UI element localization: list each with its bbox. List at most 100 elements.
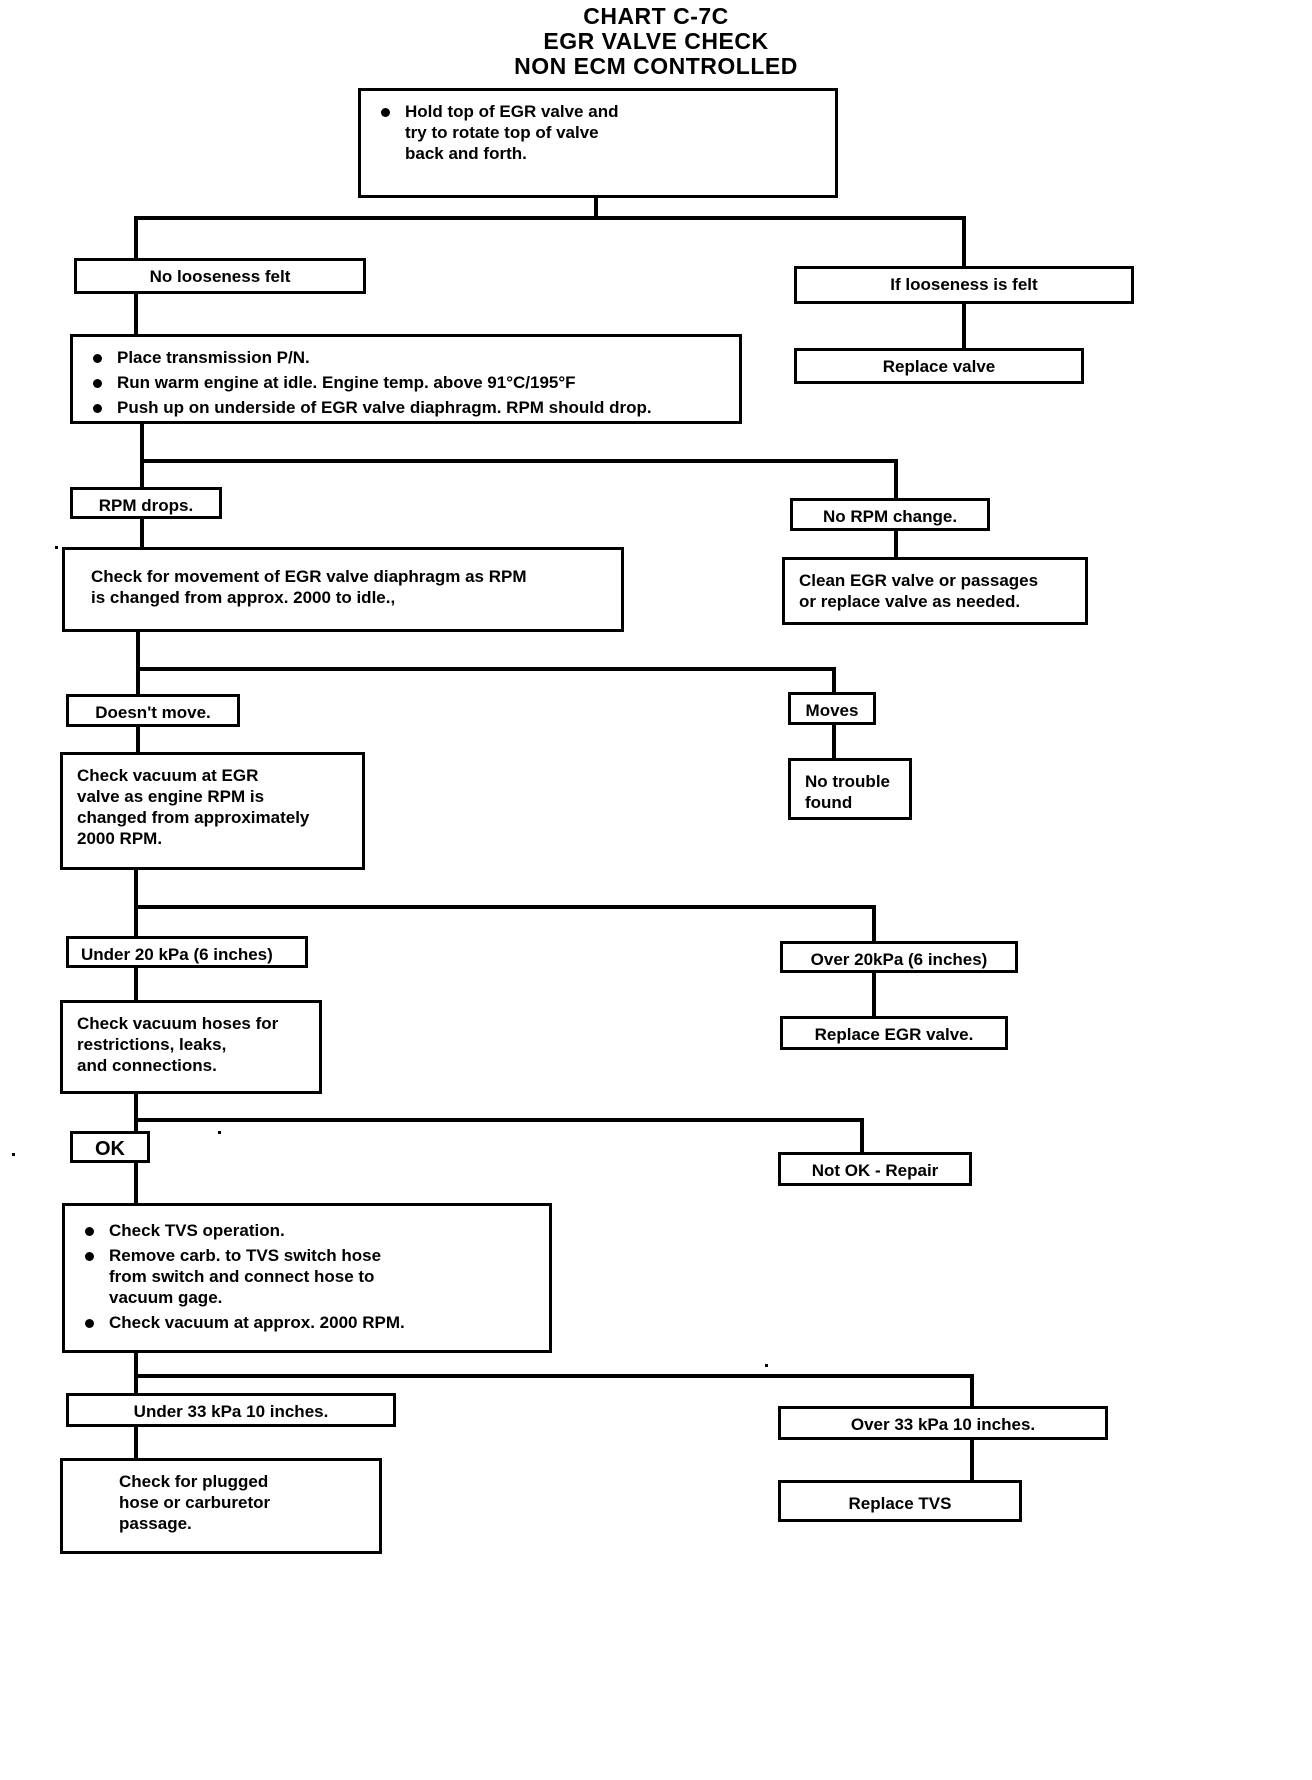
node-line: Check for plugged — [119, 1472, 269, 1491]
connector-to-no-rpm-change — [894, 459, 898, 499]
node-label: Doesn't move. — [95, 703, 211, 722]
node-label: Under 20 kPa (6 inches) — [81, 945, 273, 964]
node-line: or replace valve as needed. — [799, 592, 1021, 611]
node-replace-egr-valve[interactable]: Replace EGR valve. — [780, 1016, 1008, 1050]
node-label: Replace TVS — [848, 1494, 952, 1513]
node-over-20kpa[interactable]: Over 20kPa (6 inches) — [780, 941, 1018, 973]
node-under-20kpa[interactable]: Under 20 kPa (6 inches) — [66, 936, 308, 968]
bullet-item: Push up on underside of EGR valve diaphr… — [87, 397, 727, 418]
node-check-vacuum-at-egr[interactable]: Check vacuum at EGR valve as engine RPM … — [60, 752, 365, 870]
connector-rpm-drops-down — [140, 518, 144, 548]
connector-to-under-20kpa — [134, 905, 138, 936]
connector-under-33kpa-down — [134, 1425, 138, 1460]
connector-check-movement-down — [136, 631, 140, 670]
connector-if-looseness-down — [962, 304, 966, 348]
connector-split-1 — [134, 216, 966, 220]
node-no-trouble-found[interactable]: No trouble found — [788, 758, 912, 820]
connector-doesnt-move-down — [136, 726, 140, 753]
connector-split-6 — [134, 1374, 974, 1378]
connector-no-rpm-change-down — [894, 530, 898, 557]
title-line-1: CHART C-7C — [583, 3, 729, 29]
connector-to-moves — [832, 667, 836, 693]
node-place-transmission-steps[interactable]: Place transmission P/N. Run warm engine … — [70, 334, 742, 424]
print-speck — [55, 546, 58, 549]
connector-under-20kpa-down — [134, 966, 138, 1000]
connector-split-2 — [140, 459, 898, 463]
node-clean-egr-valve[interactable]: Clean EGR valve or passages or replace v… — [782, 557, 1088, 625]
node-line: found — [805, 793, 853, 812]
node-replace-tvs[interactable]: Replace TVS — [778, 1480, 1022, 1522]
node-line: Check vacuum hoses for — [77, 1014, 279, 1033]
title-line-2: EGR VALVE CHECK — [543, 28, 769, 54]
connector-to-rpm-drops — [140, 459, 144, 488]
connector-to-over-20kpa — [872, 905, 876, 941]
connector-tvs-down — [134, 1352, 138, 1387]
node-line: 2000 RPM. — [77, 829, 163, 848]
node-check-vacuum-hoses[interactable]: Check vacuum hoses for restrictions, lea… — [60, 1000, 322, 1094]
node-line: restrictions, leaks, — [77, 1035, 227, 1054]
node-line: passage. — [119, 1514, 192, 1533]
connector-to-doesnt-move — [136, 667, 140, 696]
connector-check-hoses-down — [134, 1092, 138, 1132]
connector-split-3 — [136, 667, 836, 671]
connector-ok-down — [134, 1161, 138, 1203]
node-label: No looseness felt — [149, 267, 291, 286]
node-label: Replace EGR valve. — [814, 1025, 974, 1044]
connector-to-under-33kpa — [134, 1374, 138, 1396]
connector-over-33kpa-down — [970, 1435, 974, 1480]
node-replace-valve[interactable]: Replace valve — [794, 348, 1084, 384]
node-not-ok-repair[interactable]: Not OK - Repair — [778, 1152, 972, 1186]
node-line: Check for movement of EGR valve diaphrag… — [91, 567, 527, 586]
node-label: If looseness is felt — [890, 275, 1038, 294]
connector-no-looseness-down — [134, 292, 138, 335]
bullet-list: Place transmission P/N. Run warm engine … — [87, 347, 727, 418]
node-label: Over 33 kPa 10 inches. — [850, 1415, 1036, 1434]
connector-to-not-ok — [860, 1118, 864, 1154]
node-label: Replace valve — [882, 357, 996, 376]
node-moves[interactable]: Moves — [788, 692, 876, 725]
node-line: Check vacuum at EGR — [77, 766, 259, 785]
connector-start-down — [594, 197, 598, 219]
node-line: changed from approximately — [77, 808, 310, 827]
node-label: No RPM change. — [822, 507, 958, 526]
node-label: Moves — [805, 701, 859, 720]
node-label: Not OK - Repair — [811, 1161, 939, 1180]
bullet-item: Remove carb. to TVS switch hose from swi… — [79, 1245, 537, 1308]
connector-check-vacuum-down — [134, 868, 138, 908]
node-no-looseness-felt[interactable]: No looseness felt — [74, 258, 366, 294]
bullet-item: Hold top of EGR valve and try to rotate … — [375, 101, 823, 164]
node-check-diaphragm-movement[interactable]: Check for movement of EGR valve diaphrag… — [62, 547, 624, 632]
connector-to-if-looseness — [962, 216, 966, 266]
bullet-item: Check TVS operation. — [79, 1220, 537, 1241]
node-line: and connections. — [77, 1056, 217, 1075]
connector-place-transmission-down — [140, 423, 144, 461]
bullet-item: Place transmission P/N. — [87, 347, 727, 368]
node-check-plugged-hose[interactable]: Check for plugged hose or carburetor pas… — [60, 1458, 382, 1554]
bullet-item: Check vacuum at approx. 2000 RPM. — [79, 1312, 537, 1333]
page-title: CHART C-7C EGR VALVE CHECK NON ECM CONTR… — [0, 4, 1312, 79]
bullet-list: Check TVS operation. Remove carb. to TVS… — [79, 1220, 537, 1333]
connector-to-over-33kpa — [970, 1374, 974, 1406]
node-ok[interactable]: OK — [70, 1131, 150, 1163]
node-doesnt-move[interactable]: Doesn't move. — [66, 694, 240, 727]
connector-to-ok — [134, 1118, 138, 1136]
node-tvs-checks[interactable]: Check TVS operation. Remove carb. to TVS… — [62, 1203, 552, 1353]
connector-over-20kpa-down — [872, 971, 876, 1016]
print-speck — [12, 1153, 15, 1156]
node-rpm-drops[interactable]: RPM drops. — [70, 487, 222, 519]
node-if-looseness-felt[interactable]: If looseness is felt — [794, 266, 1134, 304]
bullet-list: Hold top of EGR valve and try to rotate … — [375, 101, 823, 164]
node-label: RPM drops. — [98, 496, 194, 515]
print-speck — [765, 1364, 768, 1367]
node-under-33kpa[interactable]: Under 33 kPa 10 inches. — [66, 1393, 396, 1427]
node-hold-egr-valve[interactable]: Hold top of EGR valve and try to rotate … — [358, 88, 838, 198]
node-label: Over 20kPa (6 inches) — [810, 950, 988, 969]
node-no-rpm-change[interactable]: No RPM change. — [790, 498, 990, 531]
connector-split-5 — [134, 1118, 864, 1122]
node-over-33kpa[interactable]: Over 33 kPa 10 inches. — [778, 1406, 1108, 1440]
node-line: Clean EGR valve or passages — [799, 571, 1039, 590]
node-line: valve as engine RPM is — [77, 787, 265, 806]
node-label: Under 33 kPa 10 inches. — [133, 1402, 329, 1421]
print-speck — [218, 1131, 221, 1134]
